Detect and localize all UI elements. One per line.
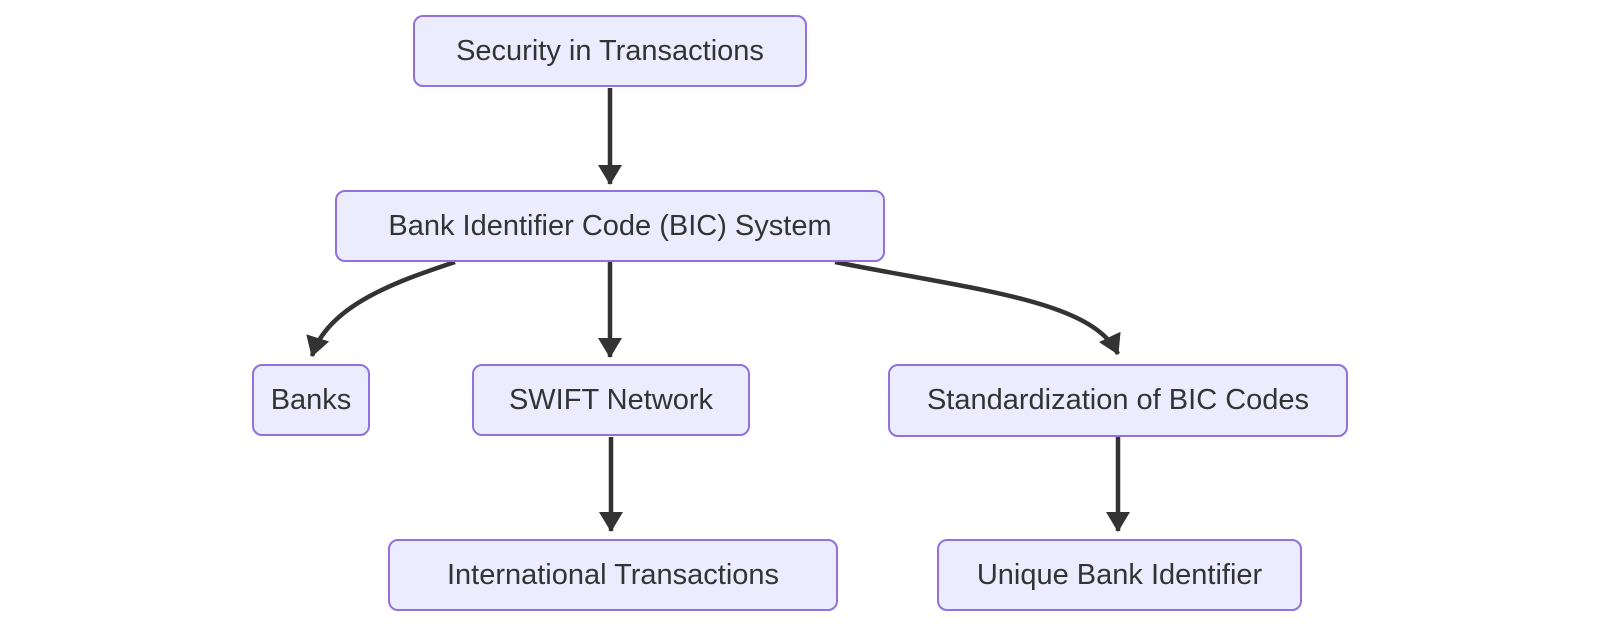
edge-bic-system-to-banks bbox=[306, 259, 456, 357]
node-bic-system: Bank Identifier Code (BIC) System bbox=[335, 190, 885, 262]
node-banks-label: Banks bbox=[270, 383, 352, 416]
node-banks: Banks bbox=[252, 364, 370, 436]
node-unique-bank-identifier-label: Unique Bank Identifier bbox=[976, 558, 1263, 591]
node-security-in-transactions-label: Security in Transactions bbox=[456, 34, 764, 67]
node-swift-network-label: SWIFT Network bbox=[508, 383, 714, 416]
node-swift-network: SWIFT Network bbox=[472, 364, 750, 436]
node-bic-system-label: Bank Identifier Code (BIC) System bbox=[388, 209, 832, 242]
node-unique-bank-identifier: Unique Bank Identifier bbox=[937, 539, 1302, 611]
node-security-in-transactions: Security in Transactions bbox=[413, 15, 807, 87]
node-international-transactions-label: International Transactions bbox=[446, 558, 780, 591]
edge-bic-system-to-standardization bbox=[834, 259, 1121, 355]
node-international-transactions: International Transactions bbox=[388, 539, 838, 611]
node-standardization-of-bic-codes-label: Standardization of BIC Codes bbox=[926, 384, 1310, 416]
node-standardization-of-bic-codes: Standardization of BIC Codes bbox=[888, 364, 1348, 437]
